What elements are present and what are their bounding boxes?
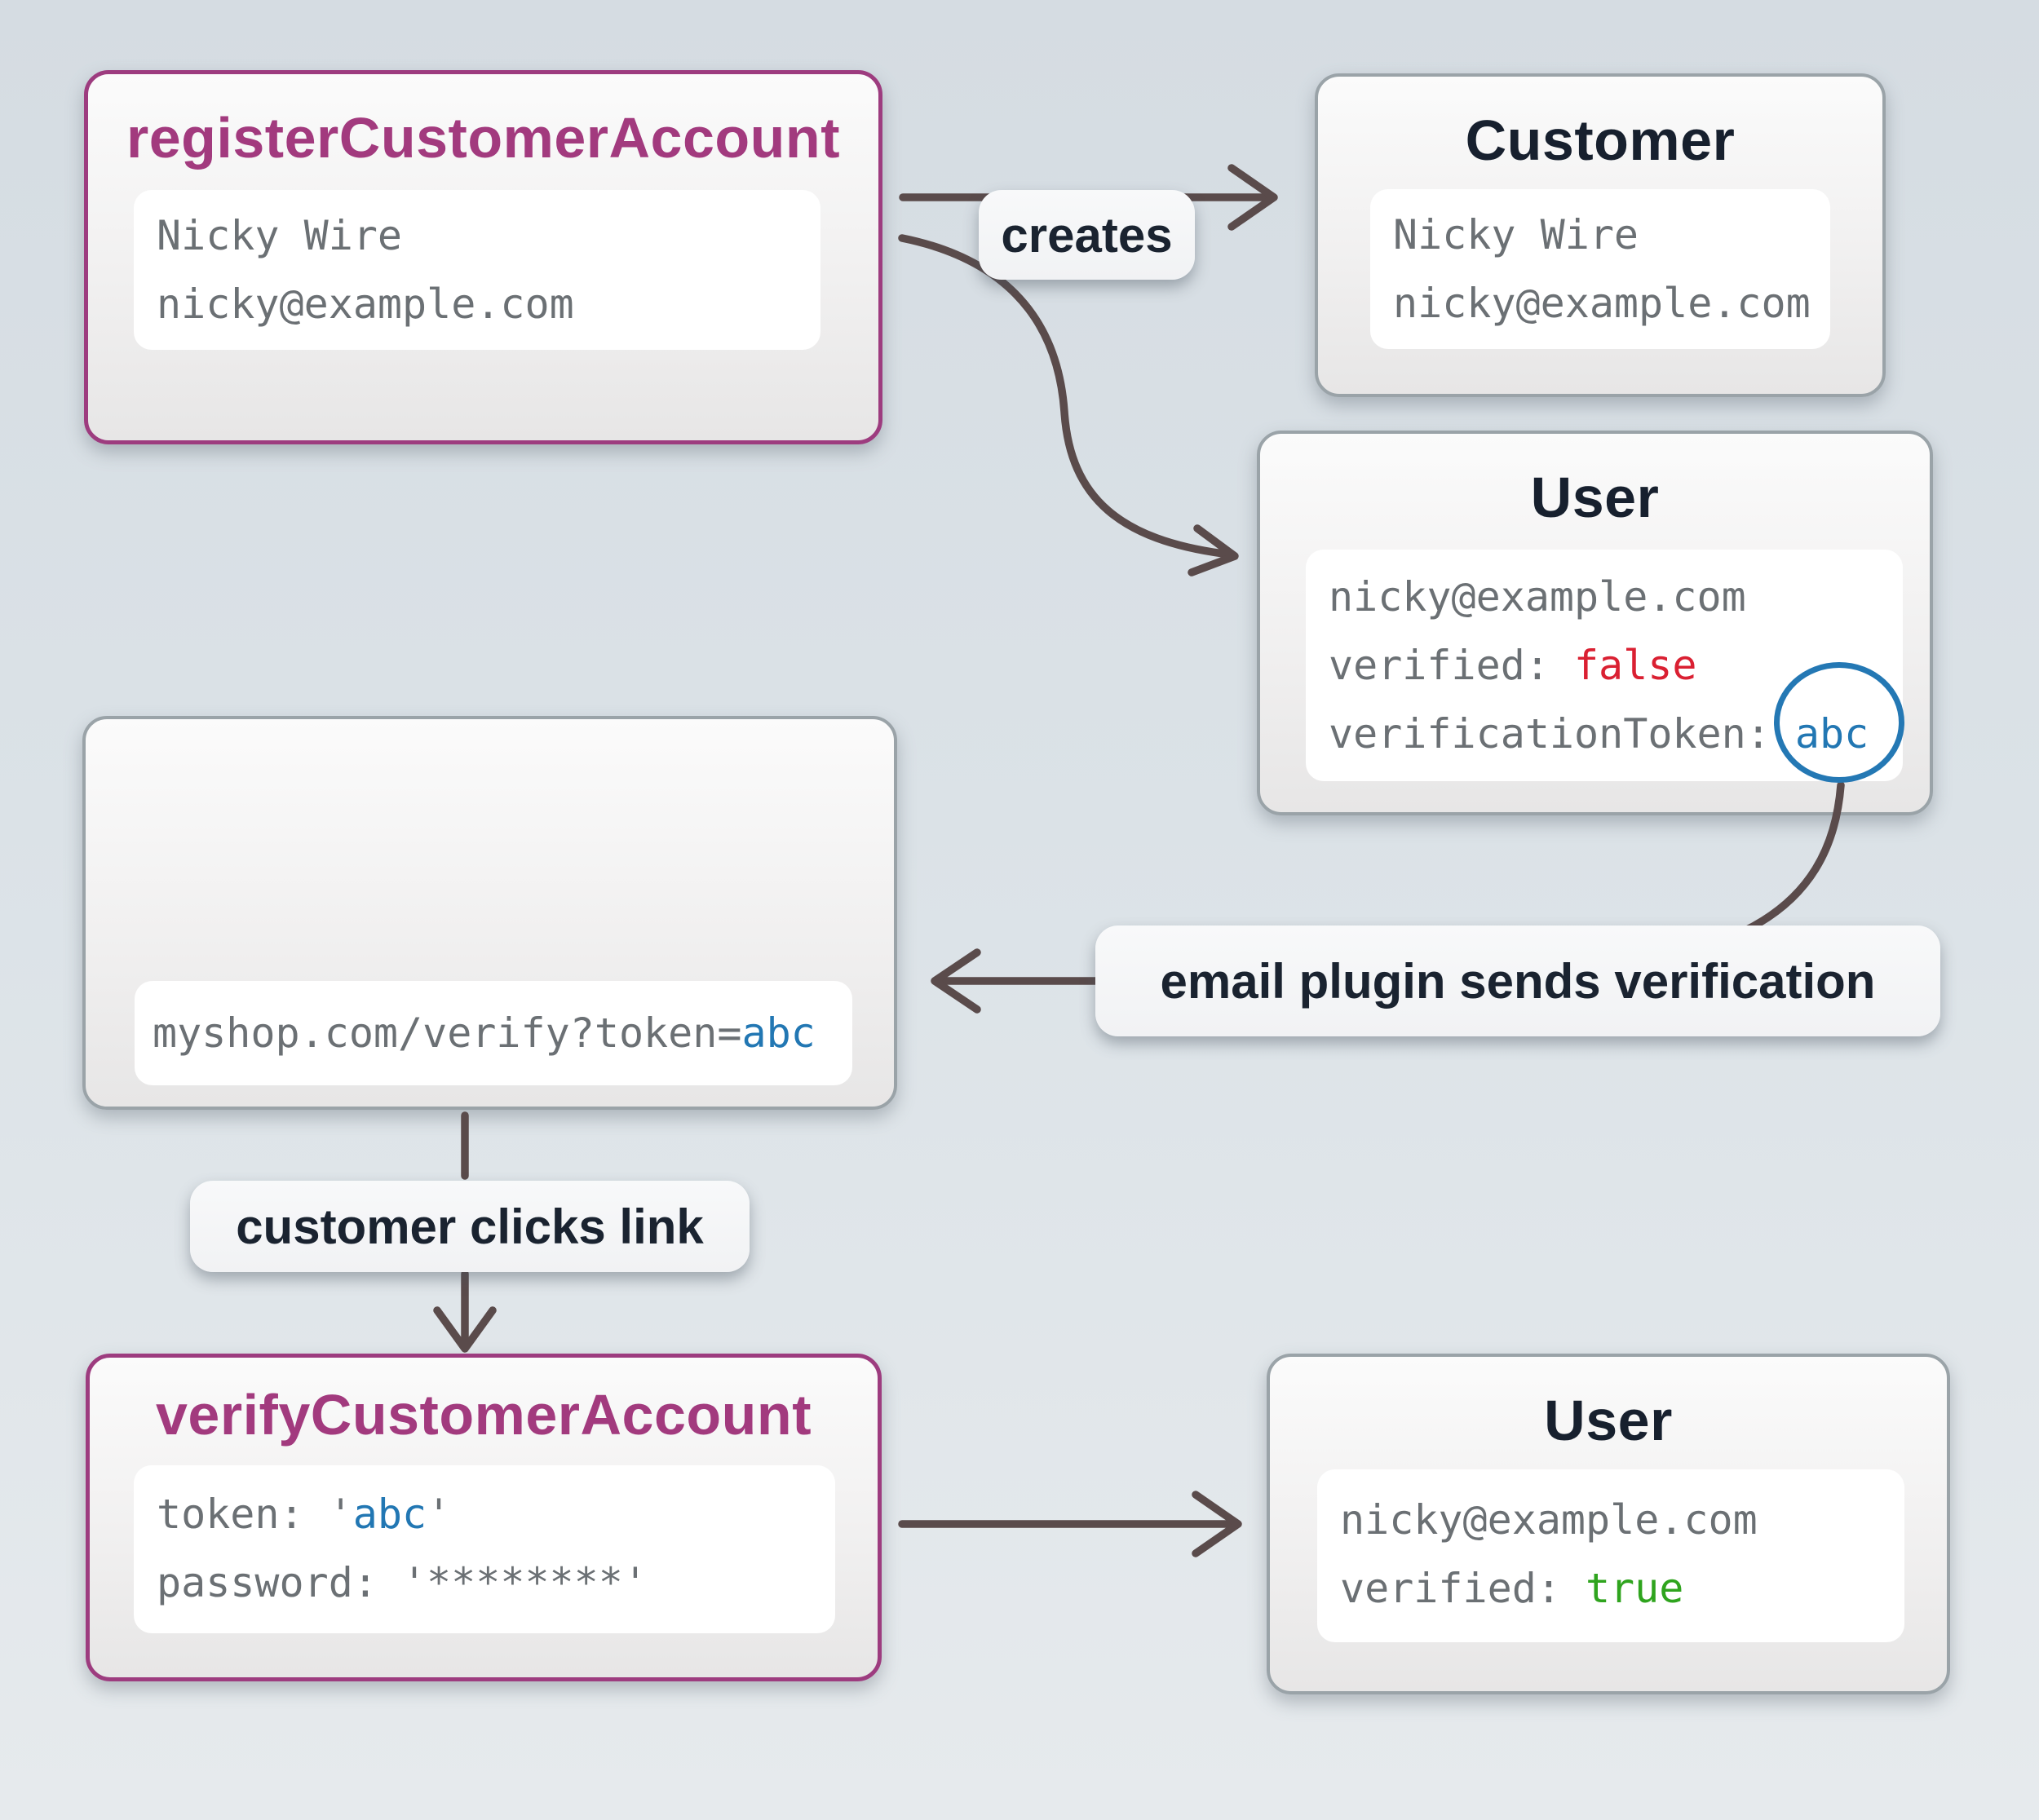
verification-token-key: verificationToken: — [1329, 710, 1771, 758]
label-to-email-head — [931, 948, 981, 1014]
creates-arrow-head — [1227, 164, 1278, 231]
customer-email-value: nicky@example.com — [1393, 280, 1811, 327]
token-highlight-circle — [1774, 662, 1904, 783]
register-box-title: registerCustomerAccount — [126, 106, 840, 170]
customer-name-value: Nicky Wire — [1393, 211, 1639, 258]
verify-input-panel: token: 'abc' password: '********' — [134, 1465, 835, 1633]
customer-data-panel: Nicky Wire nicky@example.com — [1370, 189, 1830, 349]
verified-true-value: true — [1585, 1565, 1684, 1612]
user-verified-entity-box: User nicky@example.com verified: true — [1267, 1354, 1950, 1694]
email-message-box: myshop.com/verify?token=abc — [82, 716, 897, 1110]
register-name-value: Nicky Wire — [157, 212, 403, 259]
verified-false-value: false — [1573, 642, 1697, 689]
token-value: abc — [352, 1491, 427, 1538]
user-unverified-box-title: User — [1530, 466, 1660, 529]
password-key: password: — [157, 1559, 378, 1606]
customer-box-title: Customer — [1465, 108, 1736, 172]
register-to-user-head — [1188, 524, 1239, 576]
token-open-quote: ' — [328, 1491, 353, 1538]
register-customer-account-box: registerCustomerAccount Nicky Wire nicky… — [84, 70, 882, 444]
user-verified-email-value: nicky@example.com — [1340, 1496, 1758, 1544]
verification-url-token: abc — [741, 1009, 816, 1057]
creates-edge-label: creates — [979, 190, 1195, 280]
token-close-quote: ' — [427, 1491, 452, 1538]
verification-url-prefix: myshop.com/verify?token= — [153, 1009, 742, 1057]
customer-entity-box: Customer Nicky Wire nicky@example.com — [1315, 73, 1886, 397]
user-unverified-email-value: nicky@example.com — [1329, 573, 1746, 621]
user-verified-box-title: User — [1544, 1389, 1673, 1452]
register-to-user-curve — [898, 234, 1227, 558]
token-key: token: — [157, 1491, 304, 1538]
verified-key-2: verified: — [1340, 1565, 1561, 1612]
customer-clicks-edge-label: customer clicks link — [190, 1181, 750, 1272]
email-plugin-edge-label: email plugin sends verification — [1095, 925, 1940, 1036]
register-email-value: nicky@example.com — [157, 281, 574, 328]
password-value: '********' — [401, 1559, 648, 1606]
verify-to-user-head — [1192, 1491, 1242, 1557]
user-verified-data-panel: nicky@example.com verified: true — [1317, 1469, 1904, 1642]
label-to-verify-head — [433, 1306, 497, 1353]
register-input-panel: Nicky Wire nicky@example.com — [134, 190, 820, 350]
verified-key: verified: — [1329, 642, 1550, 689]
verify-box-title: verifyCustomerAccount — [155, 1383, 812, 1447]
verify-customer-account-box: verifyCustomerAccount token: 'abc' passw… — [86, 1354, 882, 1681]
verification-link-panel: myshop.com/verify?token=abc — [135, 981, 852, 1085]
token-to-label-curve — [1740, 781, 1845, 935]
